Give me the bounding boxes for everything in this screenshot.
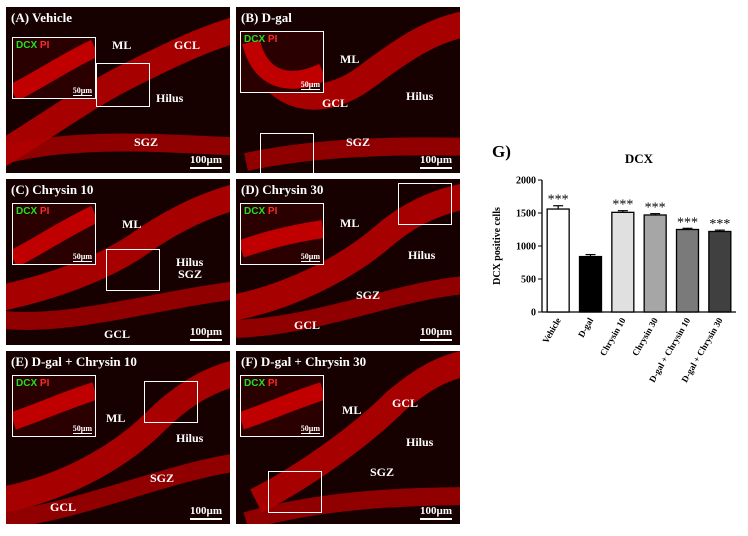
region-label: Hilus	[406, 435, 434, 449]
inset-region-box	[144, 381, 198, 423]
inset-legend: DCX PI	[16, 206, 50, 217]
panel-label: (E) D-gal + Chrysin 10	[11, 354, 137, 369]
panel-label: G)	[492, 142, 511, 161]
y-axis-label: DCX positive cells	[492, 207, 503, 285]
region-label: SGZ	[150, 471, 175, 485]
hippocampus-tissue	[6, 361, 230, 524]
panel-e: DCX PI 50µm (E) D-gal + Chrysin 10 ML Hi…	[6, 351, 230, 524]
panel-label: (C) Chrysin 10	[11, 182, 94, 197]
hippocampus-tissue	[236, 183, 460, 338]
region-label: SGZ	[356, 288, 381, 302]
panel-label: (F) D-gal + Chrysin 30	[241, 354, 367, 369]
y-tick-label: 1500	[516, 209, 536, 220]
panel-label: (D) Chrysin 30	[241, 182, 324, 197]
panel-label: (A) Vehicle	[11, 10, 73, 25]
panel-d: DCX PI 50µm (D) Chrysin 30 ML Hilus SGZ …	[236, 179, 460, 345]
bar	[546, 208, 570, 313]
inset-scale-label: 50µm	[300, 80, 320, 90]
significance-label: ***	[645, 201, 666, 216]
inset-legend: DCX PI	[16, 40, 50, 51]
inset-region-box	[96, 63, 150, 107]
region-label: GCL	[104, 327, 131, 341]
y-tick-label: 0	[531, 308, 536, 319]
region-label: Hilus	[176, 255, 204, 269]
inset-legend: DCX PI	[16, 378, 50, 389]
hippocampus-tissue	[243, 351, 460, 524]
inset-legend: DCX PI	[244, 378, 278, 389]
region-label: Hilus	[406, 89, 434, 103]
scale-bar: 100µm	[189, 154, 222, 169]
scale-bar: 100µm	[189, 505, 222, 520]
region-label: SGZ	[346, 135, 371, 149]
panel-b: DCX PI 50µm (B) D-gal ML GCL Hilus SGZ 1…	[236, 7, 460, 173]
x-tick-label: Vehicle	[540, 316, 562, 345]
inset-legend: DCX PI	[244, 206, 278, 217]
region-label: ML	[342, 403, 362, 417]
region-label: SGZ	[370, 465, 395, 479]
y-tick-label: 2000	[516, 176, 536, 187]
region-label: GCL	[392, 396, 419, 410]
region-label: ML	[106, 411, 126, 425]
inset-scale-label: 50µm	[300, 424, 320, 434]
panel-f: DCX PI 50µm (F) D-gal + Chrysin 30 ML GC…	[236, 351, 460, 524]
region-label: GCL	[50, 500, 77, 514]
region-label: ML	[340, 216, 360, 230]
significance-label: ***	[612, 198, 633, 213]
panel-a: DCX PI 50µm (A) Vehicle ML GCL Hilus SGZ…	[6, 7, 230, 173]
inset: DCX PI 50µm	[12, 203, 96, 265]
scale-bar: 100µm	[419, 154, 452, 169]
inset: DCX PI 50µm	[240, 31, 324, 93]
significance-label: ***	[709, 217, 730, 232]
x-tick-label: Chrysin 30	[630, 316, 660, 358]
bar	[578, 255, 603, 313]
scale-bar: 100µm	[189, 326, 222, 341]
significance-label: ***	[677, 215, 698, 230]
x-tick-label: D-gal	[576, 316, 595, 340]
scale-bar: 100µm	[419, 505, 452, 520]
significance-label: ***	[548, 193, 569, 208]
region-label: GCL	[322, 96, 349, 110]
inset-region-box	[260, 133, 314, 173]
inset-region-box	[268, 471, 322, 513]
inset-legend: DCX PI	[244, 34, 278, 45]
inset-scale-label: 50µm	[72, 252, 92, 262]
region-label: Hilus	[176, 431, 204, 445]
region-label: Hilus	[408, 248, 436, 262]
bar	[611, 211, 635, 313]
x-tick-label: Chrysin 10	[598, 316, 628, 358]
region-label: ML	[112, 38, 132, 52]
inset: DCX PI 50µm	[240, 203, 324, 265]
y-tick-label: 500	[521, 275, 536, 286]
inset-scale-label: 50µm	[72, 86, 92, 96]
bar	[708, 230, 732, 313]
y-tick-label: 1000	[516, 242, 536, 253]
scale-bar: 100µm	[419, 326, 452, 341]
inset-scale-label: 50µm	[300, 252, 320, 262]
hippocampus-tissue	[6, 17, 230, 167]
inset: DCX PI 50µm	[12, 375, 96, 437]
region-label: GCL	[294, 318, 321, 332]
bar	[643, 214, 667, 313]
inset-region-box	[398, 183, 452, 225]
inset-region-box	[106, 249, 160, 291]
inset: DCX PI 50µm	[240, 375, 324, 437]
region-label: SGZ	[178, 267, 203, 281]
bar	[675, 228, 700, 313]
inset: DCX PI 50µm	[12, 37, 96, 99]
panel-label: (B) D-gal	[241, 10, 292, 25]
inset-scale-label: 50µm	[72, 424, 92, 434]
hippocampus-tissue	[6, 184, 230, 330]
region-label: GCL	[174, 38, 201, 52]
panel-c: DCX PI 50µm (C) Chrysin 10 ML Hilus SGZ …	[6, 179, 230, 345]
region-label: Hilus	[156, 91, 184, 105]
region-label: ML	[122, 217, 142, 231]
region-label: SGZ	[134, 135, 159, 149]
region-label: ML	[340, 52, 360, 66]
chart-title: DCX	[625, 151, 654, 166]
